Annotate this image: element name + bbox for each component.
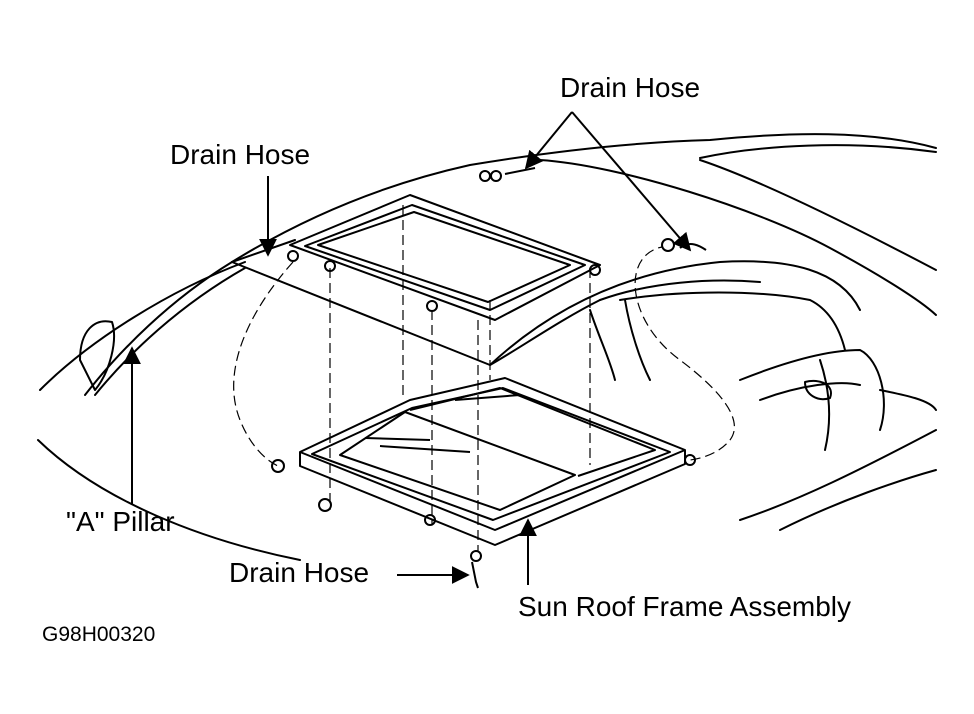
car-body (37, 133, 937, 561)
arrow-drain-hose-left (524, 111, 573, 170)
leader-arrows (123, 111, 692, 585)
alignment-lines (233, 205, 735, 555)
label-drain-hose-top-left: Drain Hose (170, 139, 311, 170)
roof-opening (287, 194, 601, 321)
arrow-drain-hose-right (571, 111, 692, 252)
label-drain-hose-bottom: Drain Hose (229, 557, 370, 588)
sunroof-frame (271, 377, 696, 546)
label-drain-hose-top-right: Drain Hose (560, 72, 701, 103)
label-sun-roof-frame-assembly: Sun Roof Frame Assembly (518, 591, 852, 622)
figure-code: G98H00320 (42, 623, 156, 646)
label-a-pillar: "A" Pillar (66, 506, 175, 537)
